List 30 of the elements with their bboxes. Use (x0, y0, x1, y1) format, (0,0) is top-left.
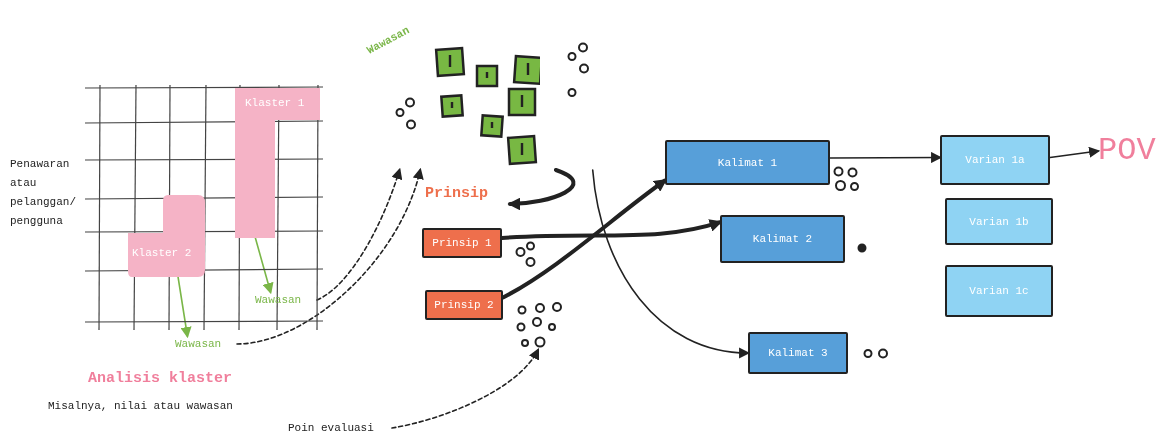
section-heading: Analisis klaster (88, 370, 233, 387)
sentence-box: Kalimat 3 (748, 332, 848, 374)
caption-text: Misalnya, nilai atau wawasan (48, 400, 233, 412)
variant-box: Varian 1b (945, 198, 1053, 245)
arrow (254, 237, 274, 295)
variant-box: Varian 1c (945, 265, 1053, 317)
arrow (1049, 146, 1101, 159)
side-note: Penawaran atau pelanggan/ pengguna (10, 157, 77, 229)
principle-box: Prinsip 1 (422, 228, 502, 258)
sentence-box: Kalimat 1 (665, 140, 830, 185)
cluster-area (235, 88, 320, 238)
group-heading: Prinsip (425, 185, 488, 202)
arrow (507, 168, 576, 210)
dashed-arrow (236, 167, 424, 345)
variant-box: Varian 1a (940, 135, 1050, 185)
arrow (500, 218, 723, 240)
cluster-label: Klaster 1 (245, 97, 305, 109)
principle-box: Prinsip 2 (425, 290, 503, 320)
arrow (177, 276, 192, 339)
annotation-text: Poin evaluasi (288, 420, 392, 436)
dashed-arrow (391, 348, 540, 429)
arrow (501, 178, 668, 300)
pov-text: POV (1098, 130, 1160, 172)
cluster-label: Klaster 2 (132, 247, 192, 259)
arrow (591, 169, 751, 358)
arrow (829, 151, 943, 164)
insight-text: Wawasan (175, 336, 237, 352)
dashed-arrow (316, 167, 403, 301)
cluster-area (128, 195, 205, 277)
sentence-box: Kalimat 2 (720, 215, 845, 263)
